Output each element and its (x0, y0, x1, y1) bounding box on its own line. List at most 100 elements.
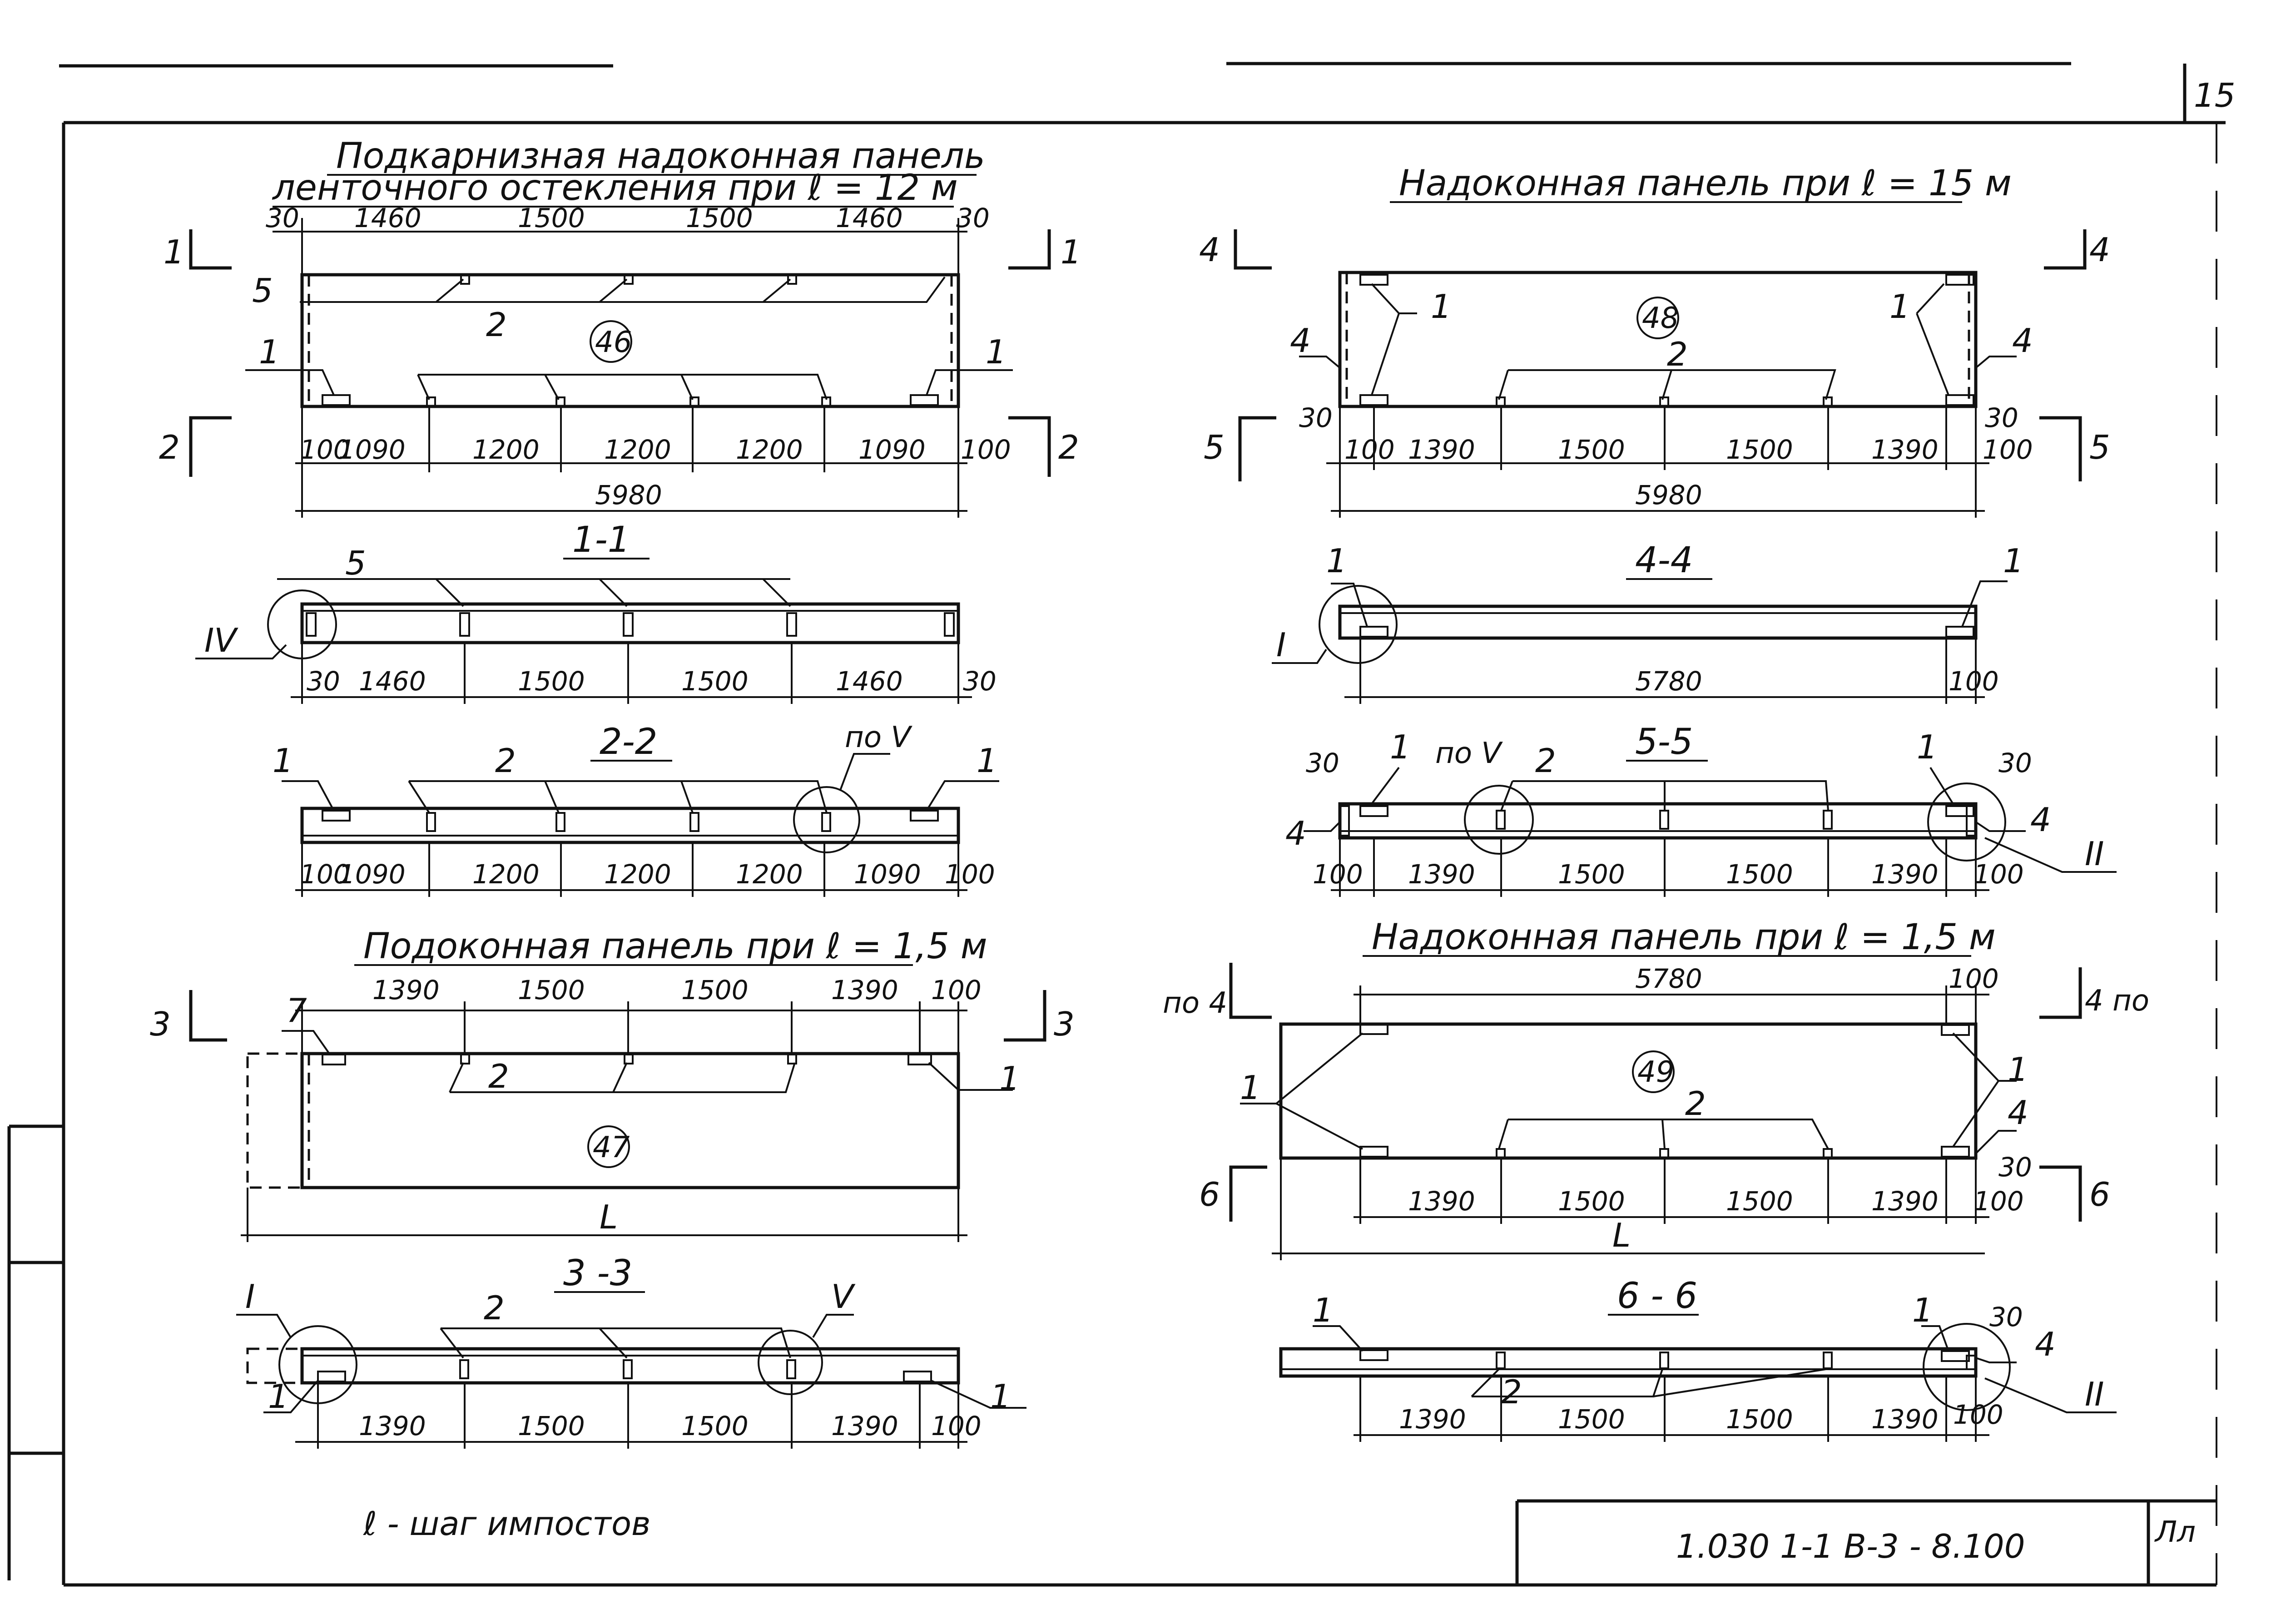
section-3-3: 3 -3 2 1 1 I V 1390 1500 1500 1390 (236, 1253, 1026, 1449)
section-2-2-callout-1-left: 1 (273, 742, 293, 780)
section-3-3-dim-2: 1500 (518, 1411, 585, 1441)
panel-48-bottom-dim-1: 100 (1344, 434, 1395, 465)
panel-48-bottom-dim-5: 1390 (1871, 434, 1939, 465)
section-4-4-title: 4-4 (1635, 540, 1693, 581)
section-4-4-dim-1: 5780 (1635, 666, 1702, 697)
section-3-3-dim-1: 1390 (359, 1411, 426, 1441)
section-1-1-dim-3: 1500 (518, 666, 585, 697)
section-5-5-callout-2: 2 (1535, 742, 1556, 780)
panel-47-cut-3-right: 3 (1054, 1005, 1075, 1043)
panel-46-view: Подкарнизная надоконная панель ленточног… (159, 136, 1081, 518)
panel-46-top-dim-5: 1460 (836, 203, 903, 233)
panel-49-bottom-dim-2: 1500 (1558, 1186, 1625, 1217)
panel-46-bottom-dim-5: 1200 (736, 434, 803, 465)
panel-47-top-dim-5: 100 (931, 975, 982, 1005)
section-5-5-dim-5: 1390 (1871, 859, 1939, 890)
panel-48-side-dim-right: 30 (1985, 402, 2018, 433)
section-6-6-node: II (2085, 1375, 2104, 1413)
section-6-6-dim-3: 1500 (1726, 1404, 1793, 1435)
section-6-6-dim-2: 1500 (1558, 1404, 1625, 1435)
section-6-6-title: 6 - 6 (1617, 1276, 1697, 1317)
section-2-2-dim-6: 1090 (854, 859, 921, 890)
panel-48-view: Надоконная панель при ℓ = 15 м 48 4 1 1 … (1199, 163, 2110, 518)
section-4-4: 4-4 1 1 I 5780 100 (1272, 540, 2024, 704)
section-3-3-node-I: I (245, 1277, 255, 1316)
panel-48-cut-5-right: 5 (2089, 428, 2110, 466)
panel-48-bottom-dim-6: 100 (1983, 434, 2033, 465)
section-5-5-node-po-V: по V (1435, 737, 1503, 770)
panel-47-view: Подоконная панель при ℓ = 1,5 м 47 7 2 1… (150, 926, 1075, 1242)
panel-48-callout-2: 2 (1667, 335, 1688, 373)
section-5-5-dim-6: 100 (1973, 859, 2024, 890)
panel-49-bottom-dim-5: 100 (1973, 1186, 2024, 1217)
panel-46-overall: 5980 (595, 480, 662, 510)
panel-49-callout-1-right: 1 (2008, 1050, 2028, 1089)
panel-46-callout-5: 5 (252, 272, 273, 310)
section-2-2-dim-4: 1200 (604, 859, 671, 890)
section-6-6-callout-4: 4 (2035, 1325, 2056, 1363)
panel-48-callout-1-left: 1 (1431, 287, 1452, 326)
panel-48-cut-5-left: 5 (1204, 428, 1225, 466)
sheet-frame: 15 Лл 1.030 1-1 В-3 - 8.100 ℓ - шаг импо… (7, 62, 2236, 1587)
section-3-3-callout-2: 2 (484, 1289, 505, 1327)
section-2-2-callout-2: 2 (495, 742, 516, 780)
panel-46-top-dim-2: 1460 (354, 203, 421, 233)
section-6-6-callout-1-left: 1 (1313, 1291, 1334, 1329)
panel-49-side-dim: 30 (1998, 1152, 2032, 1183)
panel-46-top-dim-1: 30 (266, 203, 299, 233)
section-2-2-node: по V (845, 721, 912, 754)
panel-48-title: Надоконная панель при ℓ = 15 м (1399, 163, 2012, 204)
section-3-3-callout-1-right: 1 (990, 1377, 1011, 1416)
section-1-1-dim-1: 30 (307, 666, 340, 697)
panel-46-callout-1-left: 1 (259, 333, 280, 371)
section-1-1-dim-4: 1500 (681, 666, 749, 697)
section-2-2-title: 2-2 (600, 722, 657, 762)
panel-46-callout-1-right: 1 (986, 333, 1007, 371)
panel-47-top-dim-4: 1390 (831, 975, 898, 1005)
panel-49-callout-2: 2 (1685, 1084, 1706, 1123)
section-3-3-dim-5: 100 (931, 1411, 982, 1441)
section-6-6-callout-1-right: 1 (1912, 1291, 1933, 1329)
panel-46-cut-1-right: 1 (1061, 233, 1081, 271)
section-6-6-dim-1: 1390 (1399, 1404, 1466, 1435)
section-4-4-callout-1-left: 1 (1326, 542, 1347, 580)
section-6-6-dim-4: 1390 (1871, 1404, 1939, 1435)
panel-48-bottom-dim-3: 1500 (1558, 434, 1625, 465)
document-code: 1.030 1-1 В-3 - 8.100 (1676, 1527, 2025, 1565)
section-5-5-dim-3: 1500 (1558, 859, 1625, 890)
section-5-5-callout-1-right: 1 (1917, 728, 1938, 766)
panel-49-cut-left: по 4 (1163, 986, 1227, 1020)
panel-48-overall: 5980 (1635, 480, 1702, 510)
panel-46-bottom-dim-3: 1200 (472, 434, 540, 465)
panel-46-bottom-dim-2: 1090 (338, 434, 406, 465)
panel-49-title: Надоконная панель при ℓ = 1,5 м (1372, 917, 1996, 958)
panel-49-overall: L (1612, 1216, 1631, 1254)
panel-46-bottom-dim-6: 1090 (858, 434, 926, 465)
section-6-6-callout-2: 2 (1501, 1373, 1522, 1411)
section-5-5-dim-2: 1390 (1408, 859, 1475, 890)
panel-46-bottom-dim-7: 100 (961, 434, 1011, 465)
panel-47-top-dim-1: 1390 (372, 975, 440, 1005)
section-1-1-dim-5: 1460 (836, 666, 903, 697)
panel-49-cut-6-right: 6 (2089, 1175, 2110, 1213)
panel-48-callout-1-right: 1 (1889, 287, 1910, 326)
panel-47-overall: L (600, 1198, 618, 1236)
panel-49-top-dim-1: 5780 (1635, 963, 1702, 994)
section-5-5-callout-1-left: 1 (1390, 728, 1411, 766)
section-2-2-callout-1-right: 1 (977, 742, 997, 780)
panel-46-cut-1-left: 1 (164, 233, 184, 271)
panel-46-title-line1: Подкарнизная надоконная панель (336, 136, 985, 177)
section-5-5-callout-30-right: 30 (1998, 748, 2032, 778)
panel-49-id: 49 (1637, 1055, 1674, 1089)
page-number: 15 (2194, 76, 2236, 114)
section-3-3-dim-4: 1390 (831, 1411, 898, 1441)
panel-47-id: 47 (593, 1131, 630, 1164)
section-1-1-node: IV (204, 621, 238, 659)
panel-49-bottom-dim-1: 1390 (1408, 1186, 1475, 1217)
panel-49-cut-right: 4 по (2085, 984, 2149, 1018)
panel-47-top-dim-3: 1500 (681, 975, 749, 1005)
section-3-3-dim-3: 1500 (681, 1411, 749, 1441)
section-4-4-node: I (1276, 626, 1286, 664)
section-6-6: 6 - 6 1 1 30 4 2 II 1390 1500 1500 1390 (1279, 1276, 2117, 1442)
